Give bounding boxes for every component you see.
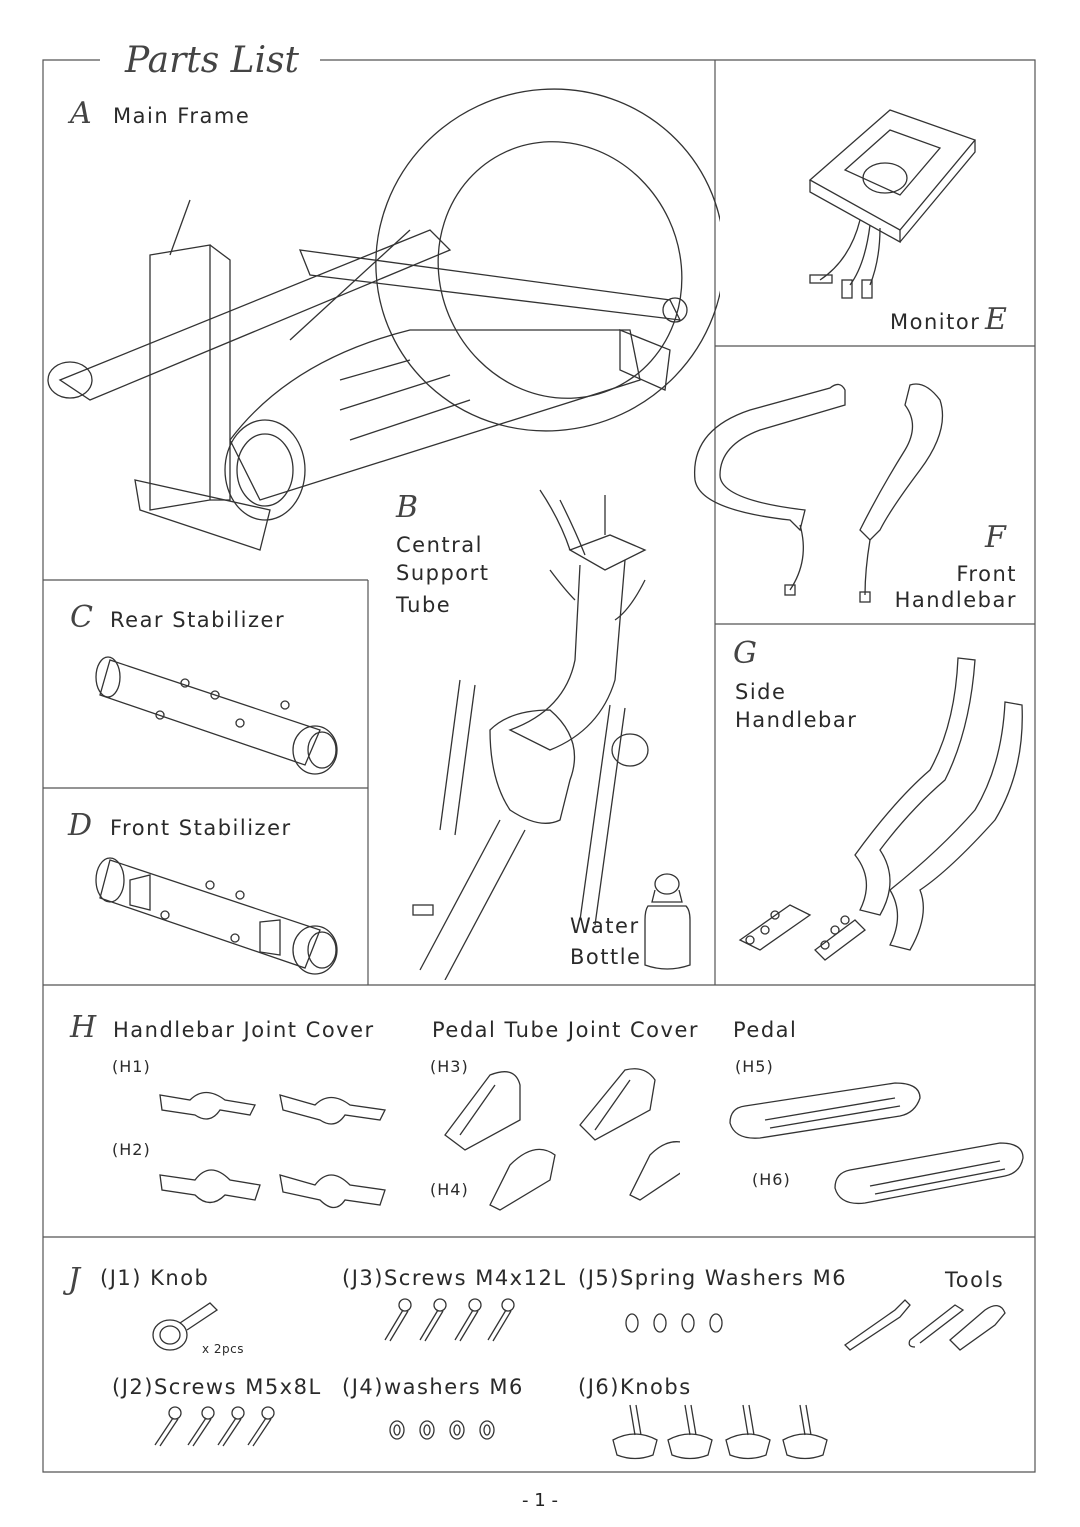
washers-m6-illustration bbox=[389, 1420, 495, 1440]
screws-m4x12l-illustration bbox=[384, 1298, 515, 1342]
part-j3-label: (J3)Screws M4x12L bbox=[342, 1266, 567, 1290]
pedal-illustration bbox=[729, 1082, 1024, 1205]
screws-m5x8l-illustration bbox=[154, 1406, 275, 1447]
pedal-tube-joint-cover-illustration bbox=[444, 1068, 680, 1211]
page-number: - 1 - bbox=[522, 1490, 558, 1511]
tools-illustration bbox=[843, 1299, 1006, 1351]
part-h2-label: (H2) bbox=[112, 1140, 151, 1159]
part-h4-label: (H4) bbox=[430, 1180, 469, 1199]
part-f-label-line1: Front bbox=[956, 562, 1017, 586]
part-f-letter: F bbox=[985, 520, 1006, 555]
water-bottle-label-line2: Bottle bbox=[570, 945, 642, 969]
part-h-letter: H bbox=[70, 1010, 97, 1045]
part-f-label-line2: Handlebar bbox=[894, 588, 1017, 612]
rear-stabilizer-illustration bbox=[95, 656, 338, 775]
part-c-letter: C bbox=[70, 600, 93, 635]
knob-illustration bbox=[152, 1302, 219, 1351]
part-c-label: Rear Stabilizer bbox=[110, 608, 286, 632]
front-handlebar-illustration bbox=[693, 383, 944, 603]
part-e-label: Monitor bbox=[890, 310, 981, 334]
part-j-letter: J bbox=[68, 1262, 81, 1297]
part-j4-label: (J4)washers M6 bbox=[342, 1375, 524, 1399]
part-b-label-line1: Central bbox=[396, 533, 483, 557]
central-support-tube-illustration bbox=[412, 489, 649, 980]
part-b-label-line3: Tube bbox=[396, 593, 452, 617]
spring-washers-m6-illustration bbox=[625, 1313, 723, 1333]
part-j1-quantity: x 2pcs bbox=[202, 1342, 245, 1356]
part-g-label-line1: Side bbox=[735, 680, 787, 704]
part-h-group1-label: Handlebar Joint Cover bbox=[113, 1018, 375, 1042]
part-h3-label: (H3) bbox=[430, 1057, 469, 1076]
part-d-letter: D bbox=[68, 808, 93, 843]
part-d-label: Front Stabilizer bbox=[110, 816, 292, 840]
handlebar-joint-cover-illustration bbox=[159, 1091, 386, 1209]
part-g-label-line2: Handlebar bbox=[735, 708, 858, 732]
part-h-group3-label: Pedal bbox=[733, 1018, 798, 1042]
part-j1-label: (J1) Knob bbox=[100, 1266, 210, 1290]
part-a-letter: A bbox=[70, 96, 92, 131]
part-g-letter: G bbox=[733, 636, 757, 671]
part-h-group2-label: Pedal Tube Joint Cover bbox=[432, 1018, 700, 1042]
part-h5-label: (H5) bbox=[735, 1057, 774, 1076]
page-title: Parts List bbox=[115, 40, 310, 81]
monitor-illustration bbox=[808, 109, 977, 299]
water-bottle-label-line1: Water bbox=[570, 914, 640, 938]
main-frame-illustration bbox=[47, 88, 720, 551]
part-e-letter: E bbox=[985, 302, 1007, 337]
water-bottle-illustration bbox=[644, 873, 691, 970]
part-b-label-line2: Support bbox=[396, 561, 490, 585]
front-stabilizer-illustration bbox=[95, 857, 338, 975]
side-handlebar-illustration bbox=[738, 657, 1023, 961]
part-a-label: Main Frame bbox=[113, 104, 251, 128]
part-h1-label: (H1) bbox=[112, 1057, 151, 1076]
tools-label: Tools bbox=[945, 1268, 1005, 1292]
part-j6-label: (J6)Knobs bbox=[578, 1375, 692, 1399]
part-j2-label: (J2)Screws M5x8L bbox=[112, 1375, 322, 1399]
part-j5-label: (J5)Spring Washers M6 bbox=[578, 1266, 848, 1290]
part-h6-label: (H6) bbox=[752, 1170, 791, 1189]
knobs-j6-illustration bbox=[612, 1404, 828, 1460]
part-b-letter: B bbox=[396, 490, 419, 525]
